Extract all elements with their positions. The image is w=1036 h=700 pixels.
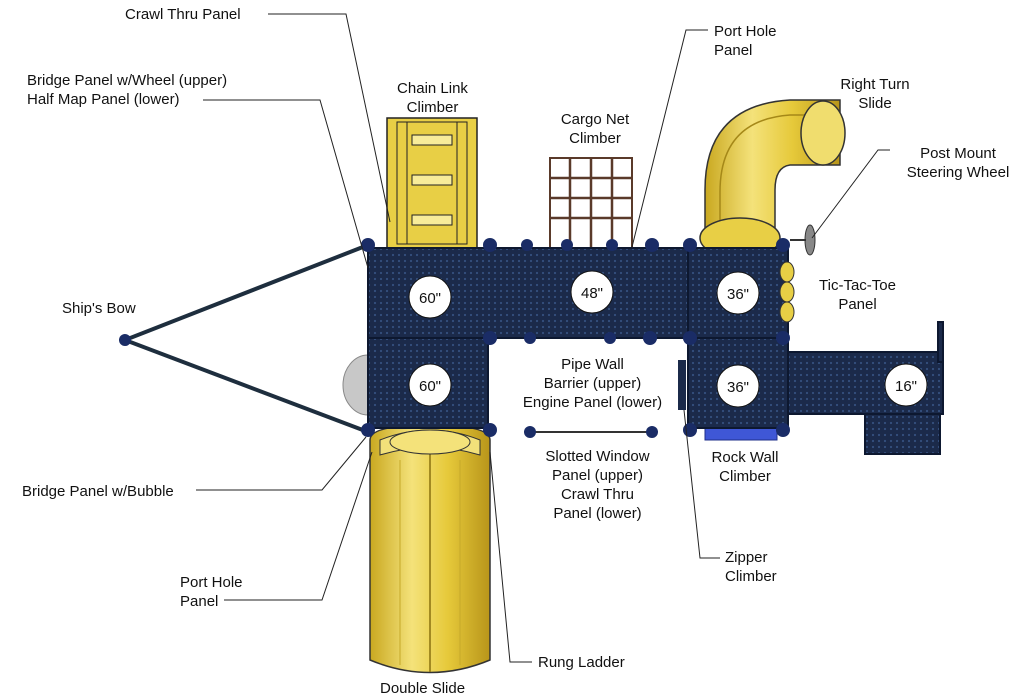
rock-wall-climber — [704, 427, 778, 441]
label-double-slide: Double Slide — [380, 680, 466, 697]
label-port-hole-panel-bottom: Port Hole Panel — [180, 574, 243, 610]
label-pipe-wall-barrier: Pipe Wall Barrier (upper) Engine Panel (… — [522, 356, 663, 411]
label-ships-bow: Ship's Bow — [62, 300, 136, 317]
platform-marker-2 — [570, 270, 614, 314]
platform-marker-3 — [716, 271, 760, 315]
platform-marker-6 — [884, 363, 928, 407]
platform-size-2: 48" — [581, 285, 603, 302]
label-chain-link-climber: Chain Link Climber — [397, 80, 468, 116]
platform-size-5: 36" — [727, 379, 749, 396]
label-cargo-net-climber: Cargo Net Climber — [560, 111, 630, 147]
platform-markers — [408, 270, 928, 408]
platform-size-4: 60" — [419, 378, 441, 395]
platform-size-3: 36" — [727, 286, 749, 303]
label-port-hole-panel-top: Port Hole Panel — [714, 23, 777, 59]
label-bridge-panel-bubble: Bridge Panel w/Bubble — [22, 483, 174, 500]
cargo-net-climber — [549, 157, 633, 249]
platform-size-1: 60" — [419, 290, 441, 307]
ships-bow — [119, 243, 369, 434]
label-bridge-panel-wheel: Bridge Panel w/Wheel (upper) Half Map Pa… — [27, 72, 228, 108]
tic-tac-toe-panel — [779, 261, 795, 323]
zipper-climber — [678, 360, 686, 410]
label-rock-wall-climber: Rock Wall Climber — [711, 449, 779, 485]
platform-size-6: 16" — [895, 378, 917, 395]
label-zipper-climber: Zipper Climber — [725, 549, 777, 585]
label-tic-tac-toe-panel: Tic-Tac-Toe Panel — [819, 277, 896, 313]
label-post-mount-steering-wheel: Post Mount Steering Wheel — [906, 145, 1010, 181]
leader-lines — [196, 13, 890, 663]
platform-marker-5 — [716, 364, 760, 408]
label-rung-ladder: Rung Ladder — [538, 654, 625, 671]
steering-wheel — [790, 224, 816, 256]
label-right-turn-slide: Right Turn Slide — [840, 76, 910, 112]
chain-link-climber — [386, 117, 478, 249]
label-crawl-thru-panel: Crawl Thru Panel — [125, 6, 241, 23]
label-slotted-window-panel: Slotted Window Panel (upper) Crawl Thru … — [545, 448, 650, 522]
platform-marker-4 — [408, 363, 452, 407]
right-turn-slide — [699, 99, 846, 259]
double-slide — [369, 424, 491, 674]
platform-marker-1 — [408, 275, 452, 319]
